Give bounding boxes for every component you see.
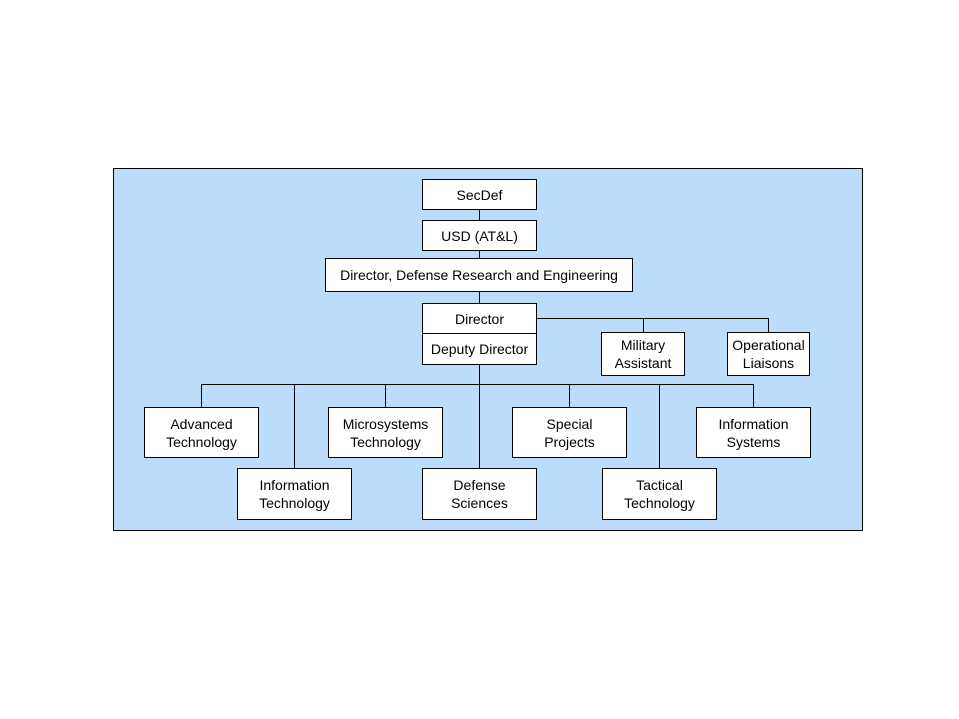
microsystems-technology-line-1: Microsystems — [342, 415, 429, 432]
secdef-label: SecDef — [456, 186, 503, 203]
defense-sciences-line-1: Defense — [453, 477, 506, 493]
tactical-technology-line-1: Tactical — [636, 477, 683, 493]
defense-sciences-line-2: Sciences — [451, 495, 508, 511]
operational-liaisons-line-2: Liaisons — [742, 355, 795, 371]
ddre-label: Director, Defense Research and Engineeri… — [340, 267, 618, 283]
information-systems-box: Information Systems — [696, 407, 811, 458]
deputy-director-box: Deputy Director — [422, 333, 537, 365]
information-technology-line-1: Information — [259, 477, 330, 493]
military-assistant-box: Military Assistant — [601, 332, 685, 376]
military-assistant-line-2: Assistant — [614, 355, 672, 371]
special-projects-line-1: Special — [546, 415, 593, 432]
secdef-box: SecDef — [422, 179, 537, 210]
advanced-technology-line-2: Technology — [166, 433, 237, 450]
usd-label: USD (AT&L) — [441, 227, 518, 244]
microsystems-technology-line-2: Technology — [350, 433, 421, 450]
information-systems-line-2: Systems — [726, 433, 781, 450]
military-assistant-line-1: Military — [620, 337, 666, 353]
information-technology-box: Information Technology — [237, 468, 352, 520]
operational-liaisons-box: Operational Liaisons — [727, 332, 810, 376]
information-systems-line-1: Information — [718, 415, 789, 432]
usd-box: USD (AT&L) — [422, 220, 537, 251]
information-technology-line-2: Technology — [259, 495, 330, 511]
deputy-director-label: Deputy Director — [430, 341, 529, 357]
advanced-technology-box: Advanced Technology — [144, 407, 259, 458]
tactical-technology-line-2: Technology — [624, 495, 695, 511]
director-box: Director — [422, 303, 537, 334]
ddre-box: Director, Defense Research and Engineeri… — [325, 258, 633, 292]
advanced-technology-line-1: Advanced — [170, 415, 233, 432]
special-projects-box: Special Projects — [512, 407, 627, 458]
special-projects-line-2: Projects — [544, 433, 595, 450]
operational-liaisons-line-1: Operational — [732, 337, 805, 353]
microsystems-technology-box: Microsystems Technology — [328, 407, 443, 458]
defense-sciences-box: Defense Sciences — [422, 468, 537, 520]
tactical-technology-box: Tactical Technology — [602, 468, 717, 520]
director-label: Director — [454, 310, 504, 327]
